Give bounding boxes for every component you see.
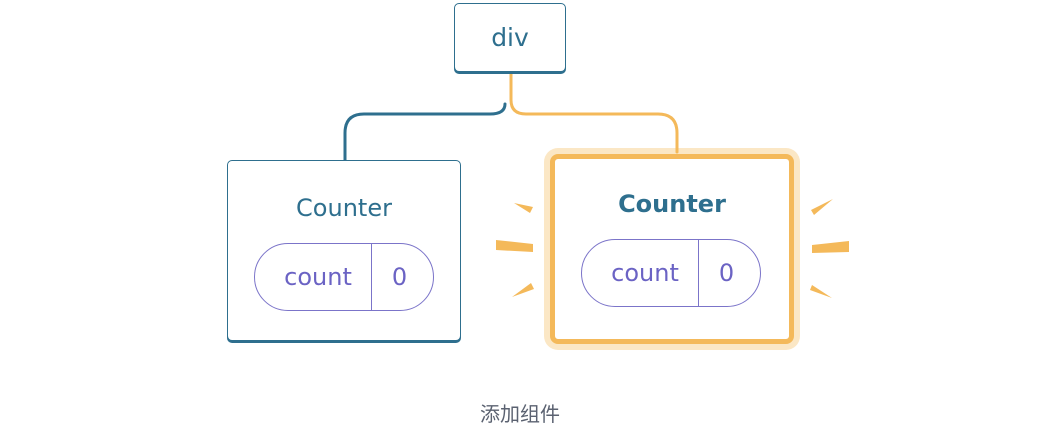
counter-title: Counter <box>618 190 726 218</box>
tree-node-counter-left: Counter count 0 <box>227 160 461 341</box>
burst-right <box>810 199 849 298</box>
counter-title: Counter <box>296 194 392 222</box>
state-pill: count 0 <box>254 243 434 311</box>
burst-mark <box>812 241 849 253</box>
tree-node-counter-right-highlighted: Counter count 0 <box>550 154 794 344</box>
state-value: 0 <box>718 259 735 287</box>
burst-mark <box>810 285 832 298</box>
connector-left <box>343 102 507 162</box>
burst-mark <box>512 283 534 297</box>
diagram-caption: 添加组件 <box>480 402 560 426</box>
burst-left <box>496 203 534 297</box>
state-key: count <box>582 240 699 306</box>
burst-mark <box>811 199 833 215</box>
tree-node-div-label: div <box>491 23 529 52</box>
connector-right <box>509 72 679 154</box>
tree-node-div: div <box>454 3 566 72</box>
burst-mark <box>514 203 533 213</box>
state-key: count <box>255 244 372 310</box>
burst-mark <box>496 240 533 252</box>
state-value: 0 <box>391 263 408 291</box>
state-pill: count 0 <box>581 239 761 307</box>
